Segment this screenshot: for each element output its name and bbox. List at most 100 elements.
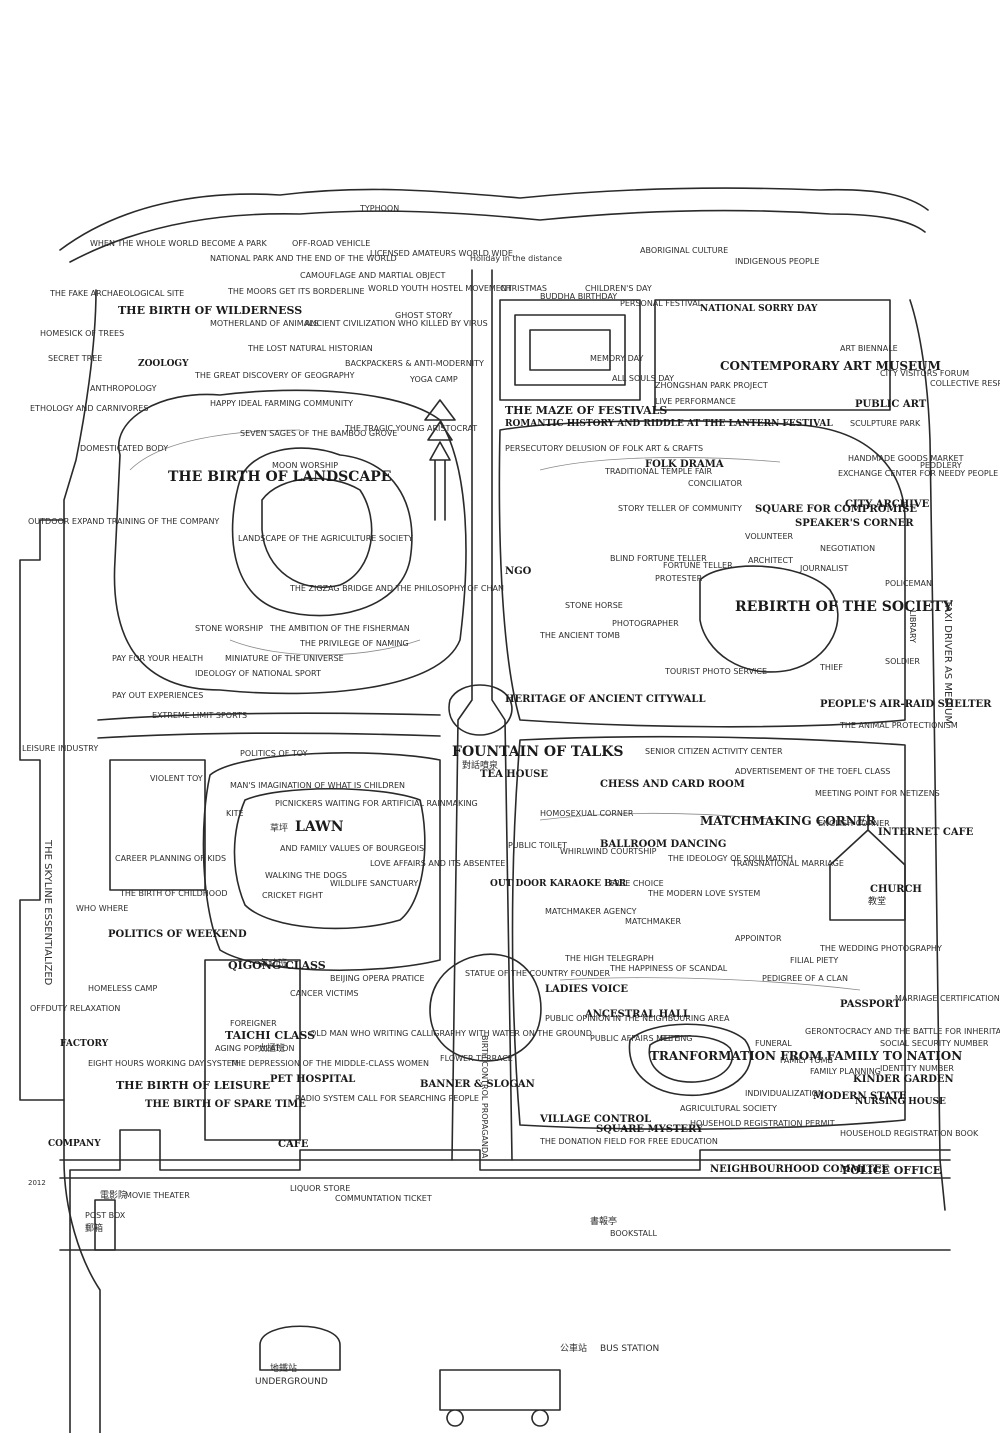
label-sculpture-park: SCULPTURE PARK <box>850 419 921 428</box>
label-free-choice: FREE CHOICE <box>610 879 664 888</box>
label-buddha: BUDDHA BIRTHDAY <box>540 292 618 301</box>
label-cafe: CAFE <box>278 1139 309 1150</box>
label-english-corner: ENGLISH CORNER <box>818 819 890 828</box>
label-all-souls: ALL SOULS DAY <box>612 374 674 383</box>
lake-inner <box>261 477 373 588</box>
label-collective: COLLECTIVE RESPONSIBILITY <box>930 379 1000 388</box>
label-rebirth-society: REBIRTH OF THE SOCIETY <box>735 599 953 615</box>
label-national-park: NATIONAL PARK AND THE END OF THE WORLD <box>210 254 397 263</box>
label-bookstall: BOOKSTALL <box>610 1229 657 1238</box>
central-road-left <box>451 269 473 1161</box>
label-neighbourhood: NEIGHBOURHOOD COMMITEE <box>710 1164 890 1175</box>
label-temple-fair: TRADITIONAL TEMPLE FAIR <box>605 467 713 476</box>
label-square-mystery: SQUARE MYSTERY <box>596 1124 704 1135</box>
label-pay-health: PAY FOR YOUR HEALTH <box>112 654 204 663</box>
label-landscape-agri: LANDSCAPE OF THE AGRICULTURE SOCIETY <box>238 534 414 543</box>
label-birth-landscape: THE BIRTH OF LANDSCAPE <box>168 469 392 485</box>
label-anthropology: ANTHROPOLOGY <box>90 384 157 393</box>
label-birth-leisure: THE BIRTH OF LEISURE <box>116 1079 271 1092</box>
label-bookstall-zh: 書報亭 <box>590 1217 618 1227</box>
lawn-inner <box>233 787 426 930</box>
label-qigong-zh: 氣功班 <box>260 959 288 969</box>
central-road-right <box>491 269 513 1161</box>
label-fake-arch: THE FAKE ARCHAEOLOGICAL SITE <box>50 289 185 298</box>
label-birth-control: BIRTH CONTROL PROPAGANDA <box>480 1035 489 1159</box>
label-nursing: NURSING HOUSE <box>855 1097 946 1107</box>
label-indigenous: INDIGENOUS PEOPLE <box>735 257 820 266</box>
label-radio: RADIO SYSTEM CALL FOR SEARCHING PEOPLE <box>295 1094 479 1103</box>
label-journalist: JOURNALIST <box>800 564 849 573</box>
label-ghost-story: GHOST STORY <box>395 311 453 320</box>
label-exchange-center: EXCHANGE CENTER FOR NEEDY PEOPLE <box>838 469 999 478</box>
label-blind: BLIND FORTUNE TELLER <box>610 554 707 563</box>
label-great-discovery: THE GREAT DISCOVERY OF GEOGRAPHY <box>195 371 355 380</box>
label-privilege: THE PRIVILEGE OF NAMING <box>300 639 409 648</box>
label-fisherman: THE AMBITION OF THE FISHERMAN <box>270 624 410 633</box>
label-identity: IDENTITY NUMBER <box>880 1064 954 1073</box>
label-marriage-cert: MARRIAGE CERTIFICATION <box>895 994 1000 1003</box>
label-domesticated: DOMESTICATED BODY <box>80 444 169 453</box>
label-library: LIBRARY <box>908 610 917 643</box>
label-public-art: PUBLIC ART <box>855 399 927 410</box>
label-tranformation: TRANFORMATION FROM FAMILY TO NATION <box>650 1049 963 1063</box>
label-bus-zh: 公車站 <box>560 1344 588 1354</box>
label-seven-sages: SEVEN SAGES OF THE BAMBOO GROVE <box>240 429 398 438</box>
label-donation: THE DONATION FIELD FOR FREE EDUCATION <box>540 1137 718 1146</box>
label-opera: BEIJING OPERA PRATICE <box>330 974 425 983</box>
label-holiday: Holiday in the distance <box>470 254 563 263</box>
label-individualization: INDIVIDUALIZATION <box>745 1089 824 1098</box>
label-lawn: LAWN <box>295 819 344 835</box>
stadium-outer <box>628 1023 752 1096</box>
label-kinder-garden: KINDER GARDEN <box>853 1074 954 1085</box>
label-peoples-shelter: PEOPLE'S AIR-RAID SHELTER <box>820 699 992 710</box>
label-netizens: MEETING POINT FOR NETIZENS <box>815 789 940 798</box>
label-ladies-voice: LADIES VOICE <box>545 984 629 995</box>
label-pedigree: PEDIGREE OF A CLAN <box>762 974 848 983</box>
label-art-museum: CONTEMPORARY ART MUSEUM <box>720 359 941 373</box>
label-tragic: THE TRAGIC YOUNG ARISTOCRAT <box>345 424 478 433</box>
label-matchmaker: MATCHMAKER <box>625 917 682 926</box>
statue-roundabout <box>429 953 542 1062</box>
label-modern-love: THE MODERN LOVE SYSTEM <box>648 889 761 898</box>
label-family-planning: FAMILY PLANNING <box>810 1067 881 1076</box>
label-family-tomb: FAMILY TOMB <box>780 1056 833 1065</box>
label-church-zh: 教堂 <box>868 897 887 907</box>
label-old-man: OLD MAN WHO WRITING CALLIGRAPHY WITH WAT… <box>310 1029 592 1038</box>
maze-of-festivals <box>499 299 641 401</box>
label-motherland: MOTHERLAND OF ANIMALS <box>210 319 319 328</box>
label-architect: ARCHITECT <box>748 556 794 565</box>
label-pay-experiences: PAY OUT EXPERIENCES <box>112 691 204 700</box>
label-fete: FETE <box>660 1034 680 1043</box>
label-public-toilet: PUBLIC TOILET <box>508 841 568 850</box>
label-police-office: POLICE OFFICE <box>842 1164 942 1177</box>
label-offduty: OFFDUTY RELAXATION <box>30 1004 121 1013</box>
label-statue: STATUE OF THE COUNTRY FOUNDER <box>465 969 611 978</box>
label-christmas: CHRISTMAS <box>500 284 547 293</box>
label-love-affairs: LOVE AFFAIRS AND ITS ABSENTEE <box>370 859 506 868</box>
label-birth-wilderness: THE BIRTH OF WILDERNESS <box>118 304 303 317</box>
label-homosexual: HOMOSEXUAL CORNER <box>540 809 634 818</box>
label-cancer: CANCER VICTIMS <box>290 989 359 998</box>
label-outdoor-expand: OUTDOOR EXPAND TRAINING OF THE COMPANY <box>28 517 220 526</box>
label-violent-toy: VIOLENT TOY <box>150 774 203 783</box>
label-public-affairs: PUBLIC AFFAIRS MEETING <box>590 1034 693 1043</box>
label-social-security: SOCIAL SECURITY NUMBER <box>880 1039 989 1048</box>
label-who-where: WHO WHERE <box>76 904 129 913</box>
label-ideology-sport: IDEOLOGY OF NATIONAL SPORT <box>195 669 321 678</box>
label-national-sorry: NATIONAL SORRY DAY <box>700 304 818 314</box>
label-peddlery: PEDDLERY <box>920 461 962 470</box>
postbox-icon <box>94 1199 116 1251</box>
lake <box>231 447 413 617</box>
label-city-visitors: CITY VISITORS FORUM <box>880 369 970 378</box>
mountain-ridge-2 <box>69 209 926 263</box>
label-camouflage: CAMOUFLAGE AND MARTIAL OBJECT <box>300 271 446 280</box>
label-wildlife: WILDLIFE SANCTUARY <box>330 879 419 888</box>
rebirth-circle <box>699 565 839 673</box>
label-policeman: POLICEMAN <box>885 579 932 588</box>
maze-inner <box>514 314 626 386</box>
label-tourist-photo: TOURIST PHOTO SERVICE <box>665 667 768 676</box>
label-career-kids: CAREER PLANNING OF KIDS <box>115 854 227 863</box>
underground-icon <box>259 1325 341 1371</box>
pagoda-icon <box>424 399 456 521</box>
city-skyline <box>69 1129 951 1433</box>
